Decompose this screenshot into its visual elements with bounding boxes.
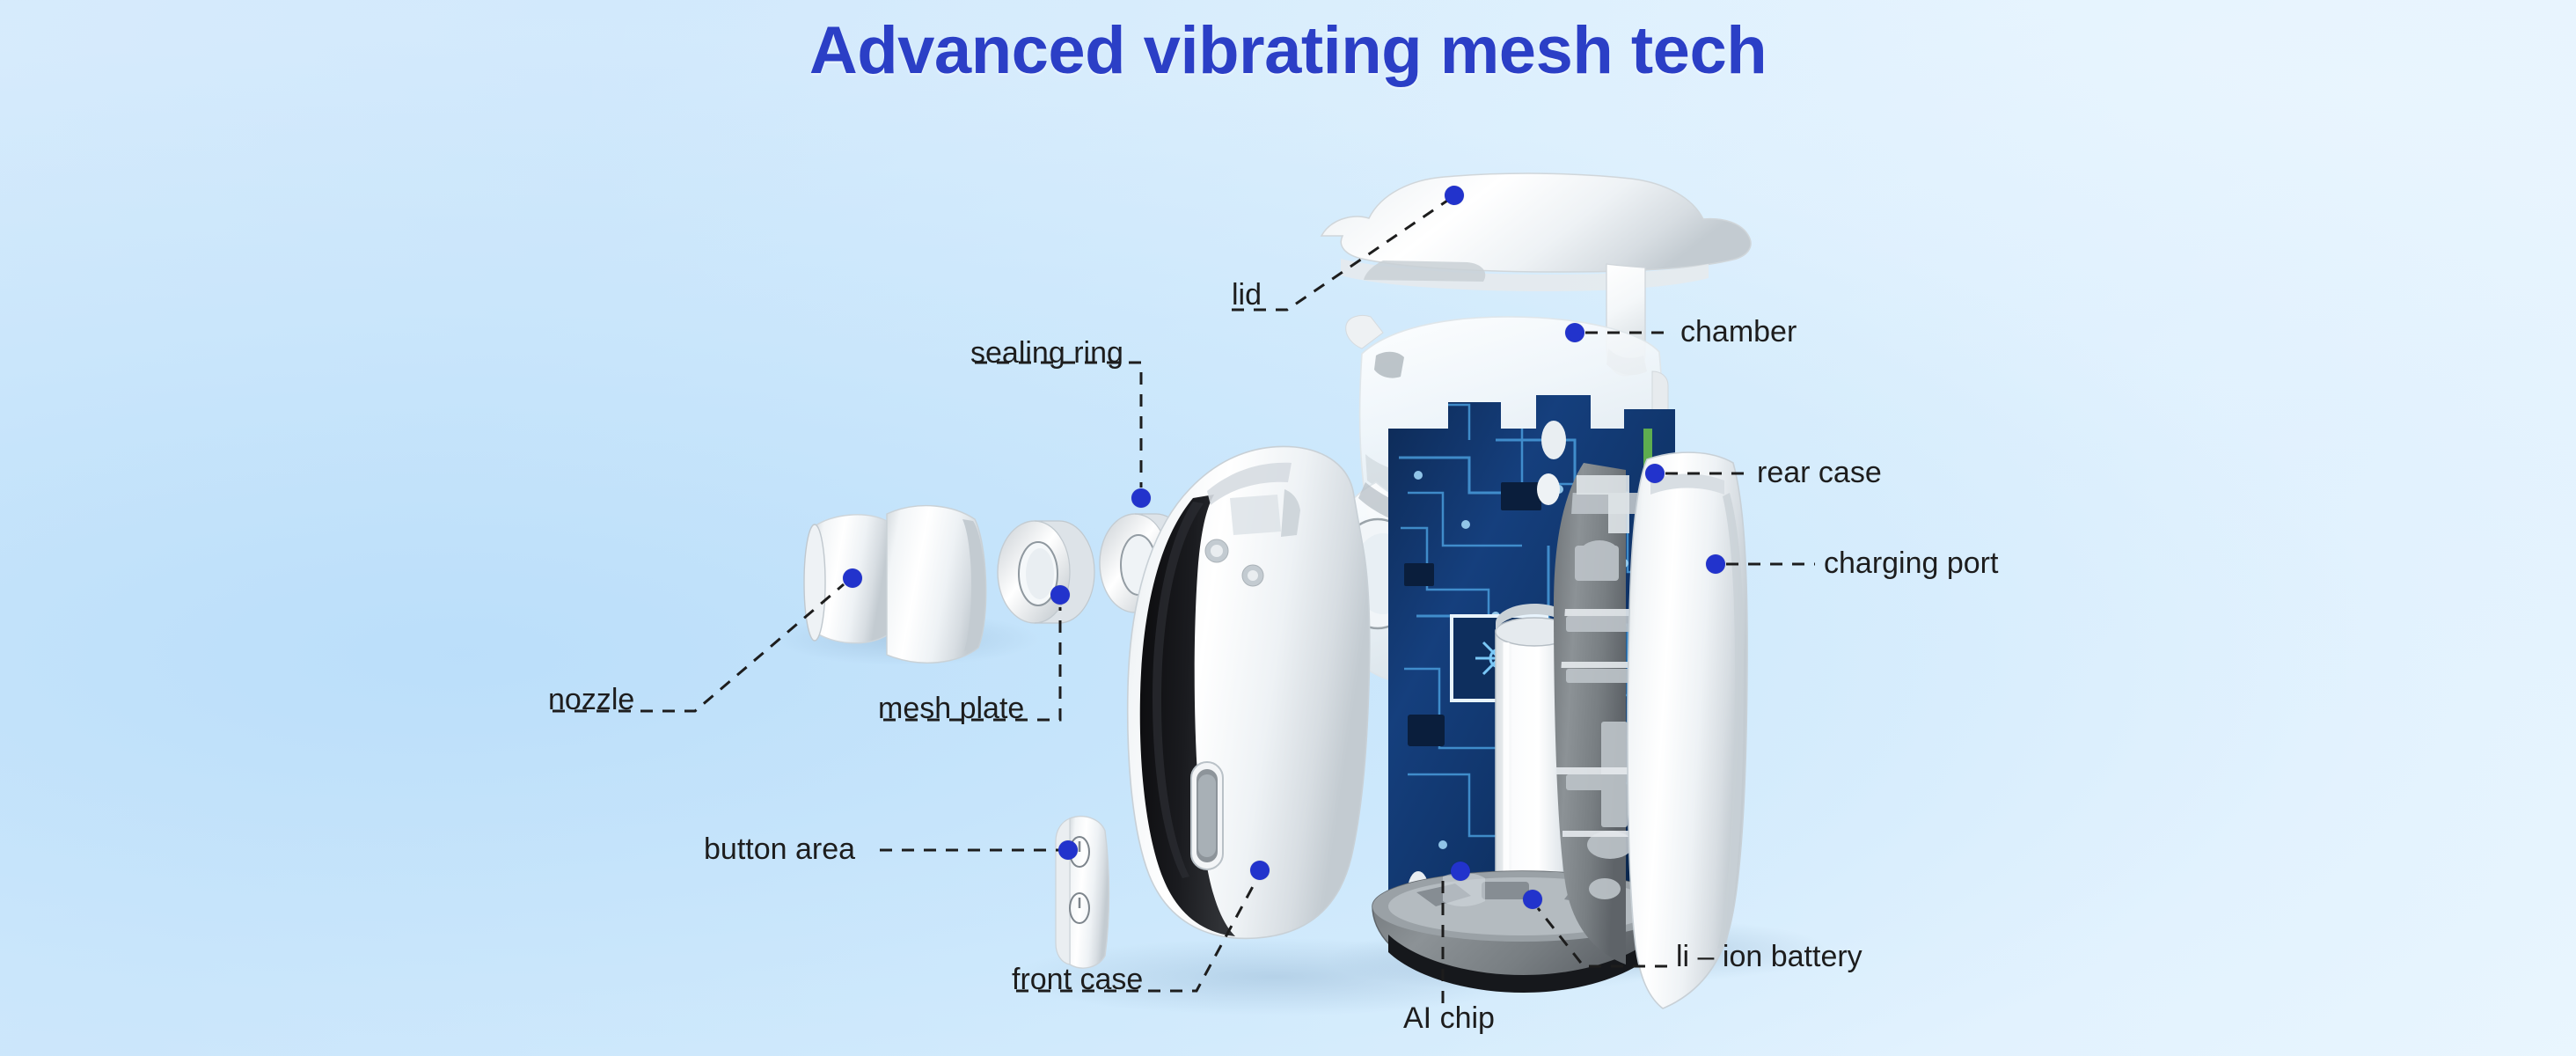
label-chamber: chamber xyxy=(1680,315,1797,348)
label-mesh-plate: mesh plate xyxy=(878,692,1025,725)
label-charging-port: charging port xyxy=(1824,546,1999,580)
label-rear-case: rear case xyxy=(1757,456,1882,489)
callout-dot-button-area xyxy=(1058,840,1078,860)
part-nozzle xyxy=(803,504,987,664)
part-button-area xyxy=(1055,815,1110,969)
label-front-case: front case xyxy=(1012,963,1144,996)
callout-dot-rear-case xyxy=(1645,464,1665,483)
callout-dot-nozzle xyxy=(843,568,862,588)
callout-dot-charging-port xyxy=(1706,554,1725,574)
callout-dot-lid xyxy=(1445,186,1464,205)
label-button-area: button area xyxy=(704,832,856,866)
page-title: Advanced vibrating mesh tech xyxy=(809,13,1767,88)
callout-dot-chamber xyxy=(1565,323,1584,342)
label-ai-chip: AI chip xyxy=(1403,1001,1495,1035)
callout-dot-li-ion-battery xyxy=(1523,890,1542,909)
callout-dot-ai-chip xyxy=(1451,862,1470,881)
part-front-case xyxy=(1126,445,1371,940)
part-rear-case xyxy=(1554,451,1748,1009)
label-sealing-ring: sealing ring xyxy=(970,336,1123,370)
label-nozzle: nozzle xyxy=(548,683,635,716)
callout-dot-front-case xyxy=(1250,861,1270,880)
callout-dot-mesh-plate xyxy=(1050,585,1070,605)
label-lid: lid xyxy=(1232,278,1262,312)
callout-dot-sealing-ring xyxy=(1131,488,1151,508)
part-mesh-plate xyxy=(997,520,1095,624)
label-li-ion-battery: li – ion battery xyxy=(1676,940,1862,973)
